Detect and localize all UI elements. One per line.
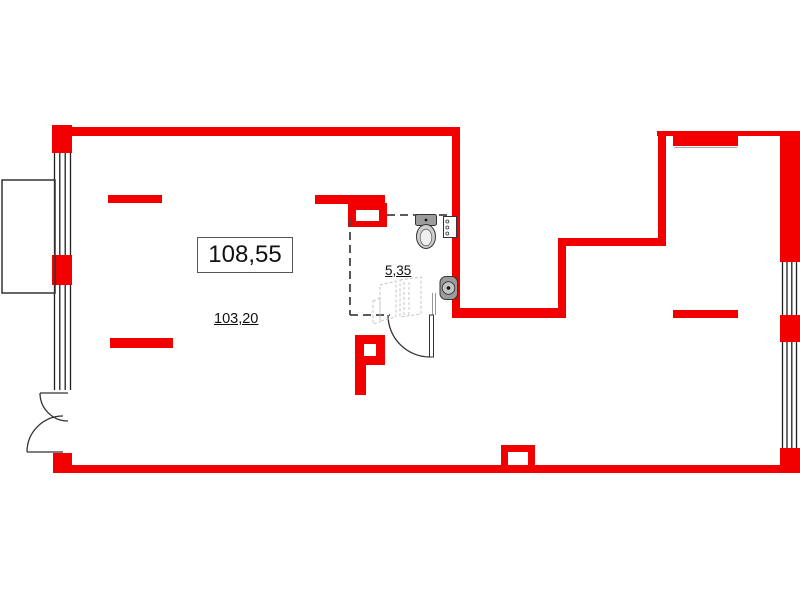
shaft-top-bar bbox=[315, 195, 385, 204]
total-area-value: 108,55 bbox=[208, 241, 282, 268]
window-right-upper bbox=[781, 262, 798, 315]
balcony-door-upper-leaf bbox=[39, 392, 69, 422]
pier-left bbox=[52, 255, 72, 285]
shaft-bottom-hole bbox=[508, 452, 528, 465]
panel-dot-3 bbox=[445, 231, 450, 236]
bathroom-door-swing-arc bbox=[387, 314, 431, 358]
bottom-wall bbox=[62, 465, 780, 473]
sink-icon bbox=[439, 276, 458, 300]
shaft-top-hole bbox=[356, 210, 379, 221]
shower-panel-right bbox=[399, 276, 422, 318]
electrical-panel-icon bbox=[443, 216, 457, 238]
shower-sketch bbox=[372, 276, 422, 325]
corner-bottom-right bbox=[780, 448, 800, 473]
shower-panel-inner-lines bbox=[403, 282, 410, 315]
toilet-button bbox=[424, 218, 428, 222]
step-wall-vertical bbox=[558, 238, 566, 318]
shaft-mid-descender bbox=[355, 365, 366, 395]
window-right-lower bbox=[781, 342, 798, 448]
total-area-label: 108,55 bbox=[197, 237, 293, 273]
window-left-upper bbox=[53, 153, 72, 255]
wall-stub-top-left bbox=[108, 195, 162, 203]
balcony-door-lower-leaf bbox=[26, 415, 64, 453]
panel-dot-1 bbox=[445, 219, 450, 224]
shower-panel-mid bbox=[379, 280, 397, 322]
bathroom-door-jamb bbox=[432, 293, 436, 315]
electrical-panel-box bbox=[443, 216, 457, 238]
ventilation-shaft-bottom bbox=[501, 445, 535, 472]
ventilation-shaft-mid bbox=[355, 335, 385, 395]
inner-wall-right-vertical bbox=[658, 131, 666, 246]
window-left-lower bbox=[53, 285, 72, 390]
toilet-bowl-inner bbox=[419, 228, 433, 247]
shaft-mid-hole bbox=[364, 344, 376, 356]
sink-drain bbox=[446, 286, 451, 290]
toilet-icon bbox=[415, 214, 437, 249]
right-wall-upper bbox=[780, 131, 800, 262]
shower-panel-left bbox=[372, 297, 381, 325]
step-wall-horizontal bbox=[558, 238, 666, 246]
wall-stub-right-room bbox=[673, 310, 738, 318]
bathroom-bottom-wall bbox=[452, 308, 566, 318]
main-room-area-label: 103,20 bbox=[214, 311, 259, 327]
panel-dot-2 bbox=[445, 225, 450, 230]
bathroom-door-leaf bbox=[429, 314, 434, 358]
pier-right bbox=[780, 315, 800, 342]
wall-stub-mid-left bbox=[110, 338, 173, 348]
top-wall-right-thick bbox=[673, 131, 738, 146]
top-wall-left bbox=[52, 127, 460, 136]
balcony-outline bbox=[1, 179, 56, 294]
bathroom-area-label: 5,35 bbox=[385, 263, 412, 278]
corner-top-left bbox=[52, 125, 72, 153]
ventilation-shaft-top bbox=[315, 195, 387, 227]
